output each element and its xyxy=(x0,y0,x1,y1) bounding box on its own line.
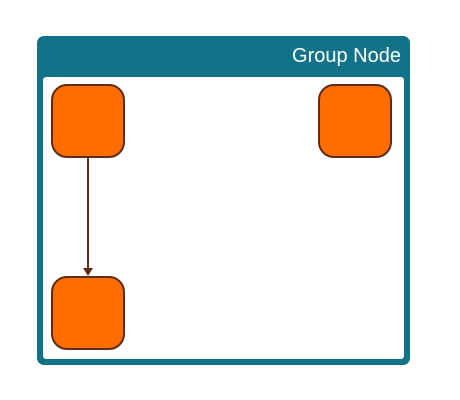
group-node-title: Group Node xyxy=(292,45,401,67)
node-top-left[interactable] xyxy=(51,84,125,158)
node-top-right[interactable] xyxy=(318,84,392,158)
node-bottom-left[interactable] xyxy=(51,276,125,350)
